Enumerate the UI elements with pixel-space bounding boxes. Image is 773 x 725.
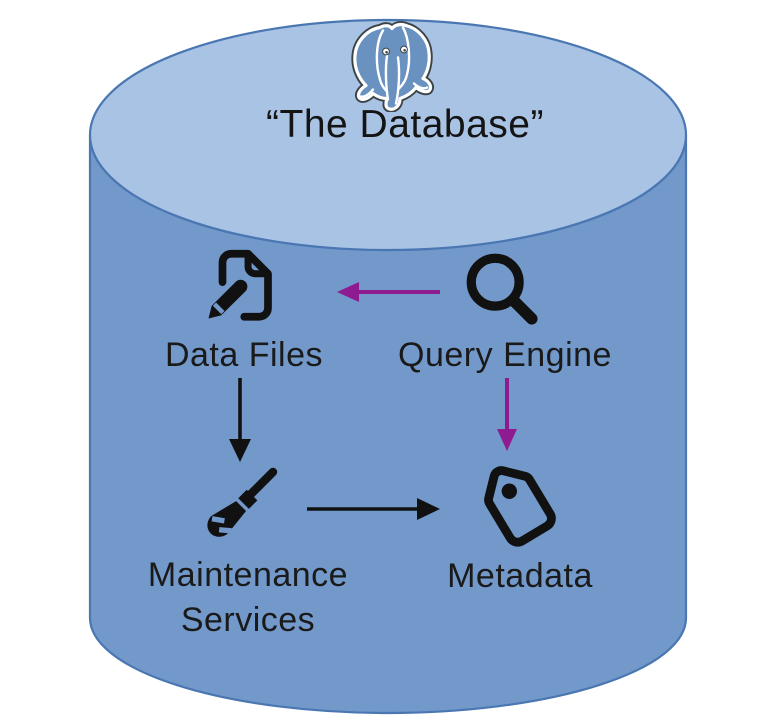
tag-icon <box>484 466 556 547</box>
label-maintenance-services: Maintenance Services <box>147 556 349 639</box>
edge-query-engine-to-metadata <box>497 378 517 451</box>
file-edit-icon <box>208 249 272 321</box>
label-query-engine: Query Engine <box>398 336 612 374</box>
cylinder-top <box>88 18 688 252</box>
edge-query-engine-to-data-files <box>337 282 440 302</box>
label-metadata: Metadata <box>447 557 593 595</box>
arrowhead-down <box>229 439 251 462</box>
arrowhead-left <box>337 282 359 302</box>
postgresql-elephant-logo <box>351 21 434 112</box>
arrowhead-right <box>417 498 440 520</box>
label-data-files: Data Files <box>164 336 324 374</box>
broom-icon <box>207 467 278 537</box>
edge-maintenance-services-to-metadata <box>307 498 440 520</box>
magnifier-icon <box>466 253 538 325</box>
arrowhead-down <box>497 429 517 451</box>
diagram-title: “The Database” <box>266 103 544 146</box>
edge-data-files-to-maintenance-services <box>229 378 251 462</box>
